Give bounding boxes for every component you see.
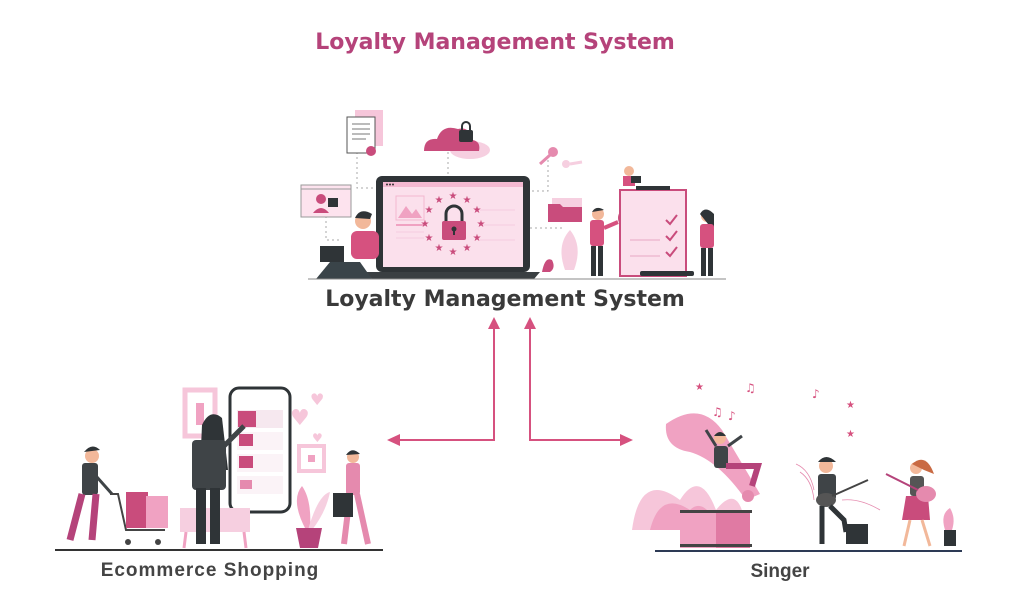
arrowheads: [387, 317, 633, 446]
svg-text:♥: ♥: [310, 390, 324, 409]
connector-arrows: [398, 326, 622, 441]
svg-text:★: ★: [473, 233, 482, 244]
svg-text:♥: ♥: [290, 406, 310, 431]
svg-text:★: ★: [846, 400, 855, 411]
svg-text:★: ★: [463, 243, 472, 254]
svg-text:★: ★: [473, 205, 482, 216]
svg-text:★: ★: [425, 233, 434, 244]
cloud-lock-icon: [424, 121, 490, 159]
svg-text:♫: ♫: [712, 405, 723, 419]
svg-text:★: ★: [695, 382, 704, 393]
svg-text:♫: ♫: [745, 381, 756, 395]
svg-text:★: ★: [449, 247, 458, 258]
svg-text:♪: ♪: [728, 409, 736, 423]
key-icon: [538, 147, 583, 168]
svg-text:♪: ♪: [812, 387, 820, 401]
singer-illustration: ♫ ♪ ♫ ♪ ★ ★ ★: [632, 381, 962, 552]
svg-text:★: ★: [435, 195, 444, 206]
plant-icon: [542, 230, 578, 272]
singer-label: Singer: [750, 561, 810, 582]
person-standing-icon: [700, 209, 714, 276]
svg-text:★: ★: [477, 219, 486, 230]
svg-text:★: ★: [449, 191, 458, 202]
center-node-label: Loyalty Management System: [325, 287, 685, 312]
folder-icon: [548, 198, 582, 222]
security-illustration: ★★★ ★★★ ★★★ ★★★: [300, 110, 726, 280]
svg-text:★: ★: [435, 243, 444, 254]
checklist-icon: [619, 166, 694, 277]
page-title: Loyalty Management System: [315, 30, 675, 55]
laptop-icon: ★★★ ★★★ ★★★ ★★★: [366, 176, 540, 279]
user-lock-icon: [300, 184, 352, 218]
svg-text:★: ★: [421, 219, 430, 230]
ecommerce-illustration: ♥♥♥: [55, 386, 383, 551]
document-icon: [346, 110, 383, 156]
svg-text:★: ★: [425, 205, 434, 216]
ecommerce-label: Ecommerce Shopping: [100, 560, 320, 581]
person-with-laptop-icon: [316, 211, 379, 279]
svg-text:★: ★: [463, 195, 472, 206]
svg-text:★: ★: [846, 429, 855, 440]
svg-text:♥: ♥: [312, 431, 323, 445]
